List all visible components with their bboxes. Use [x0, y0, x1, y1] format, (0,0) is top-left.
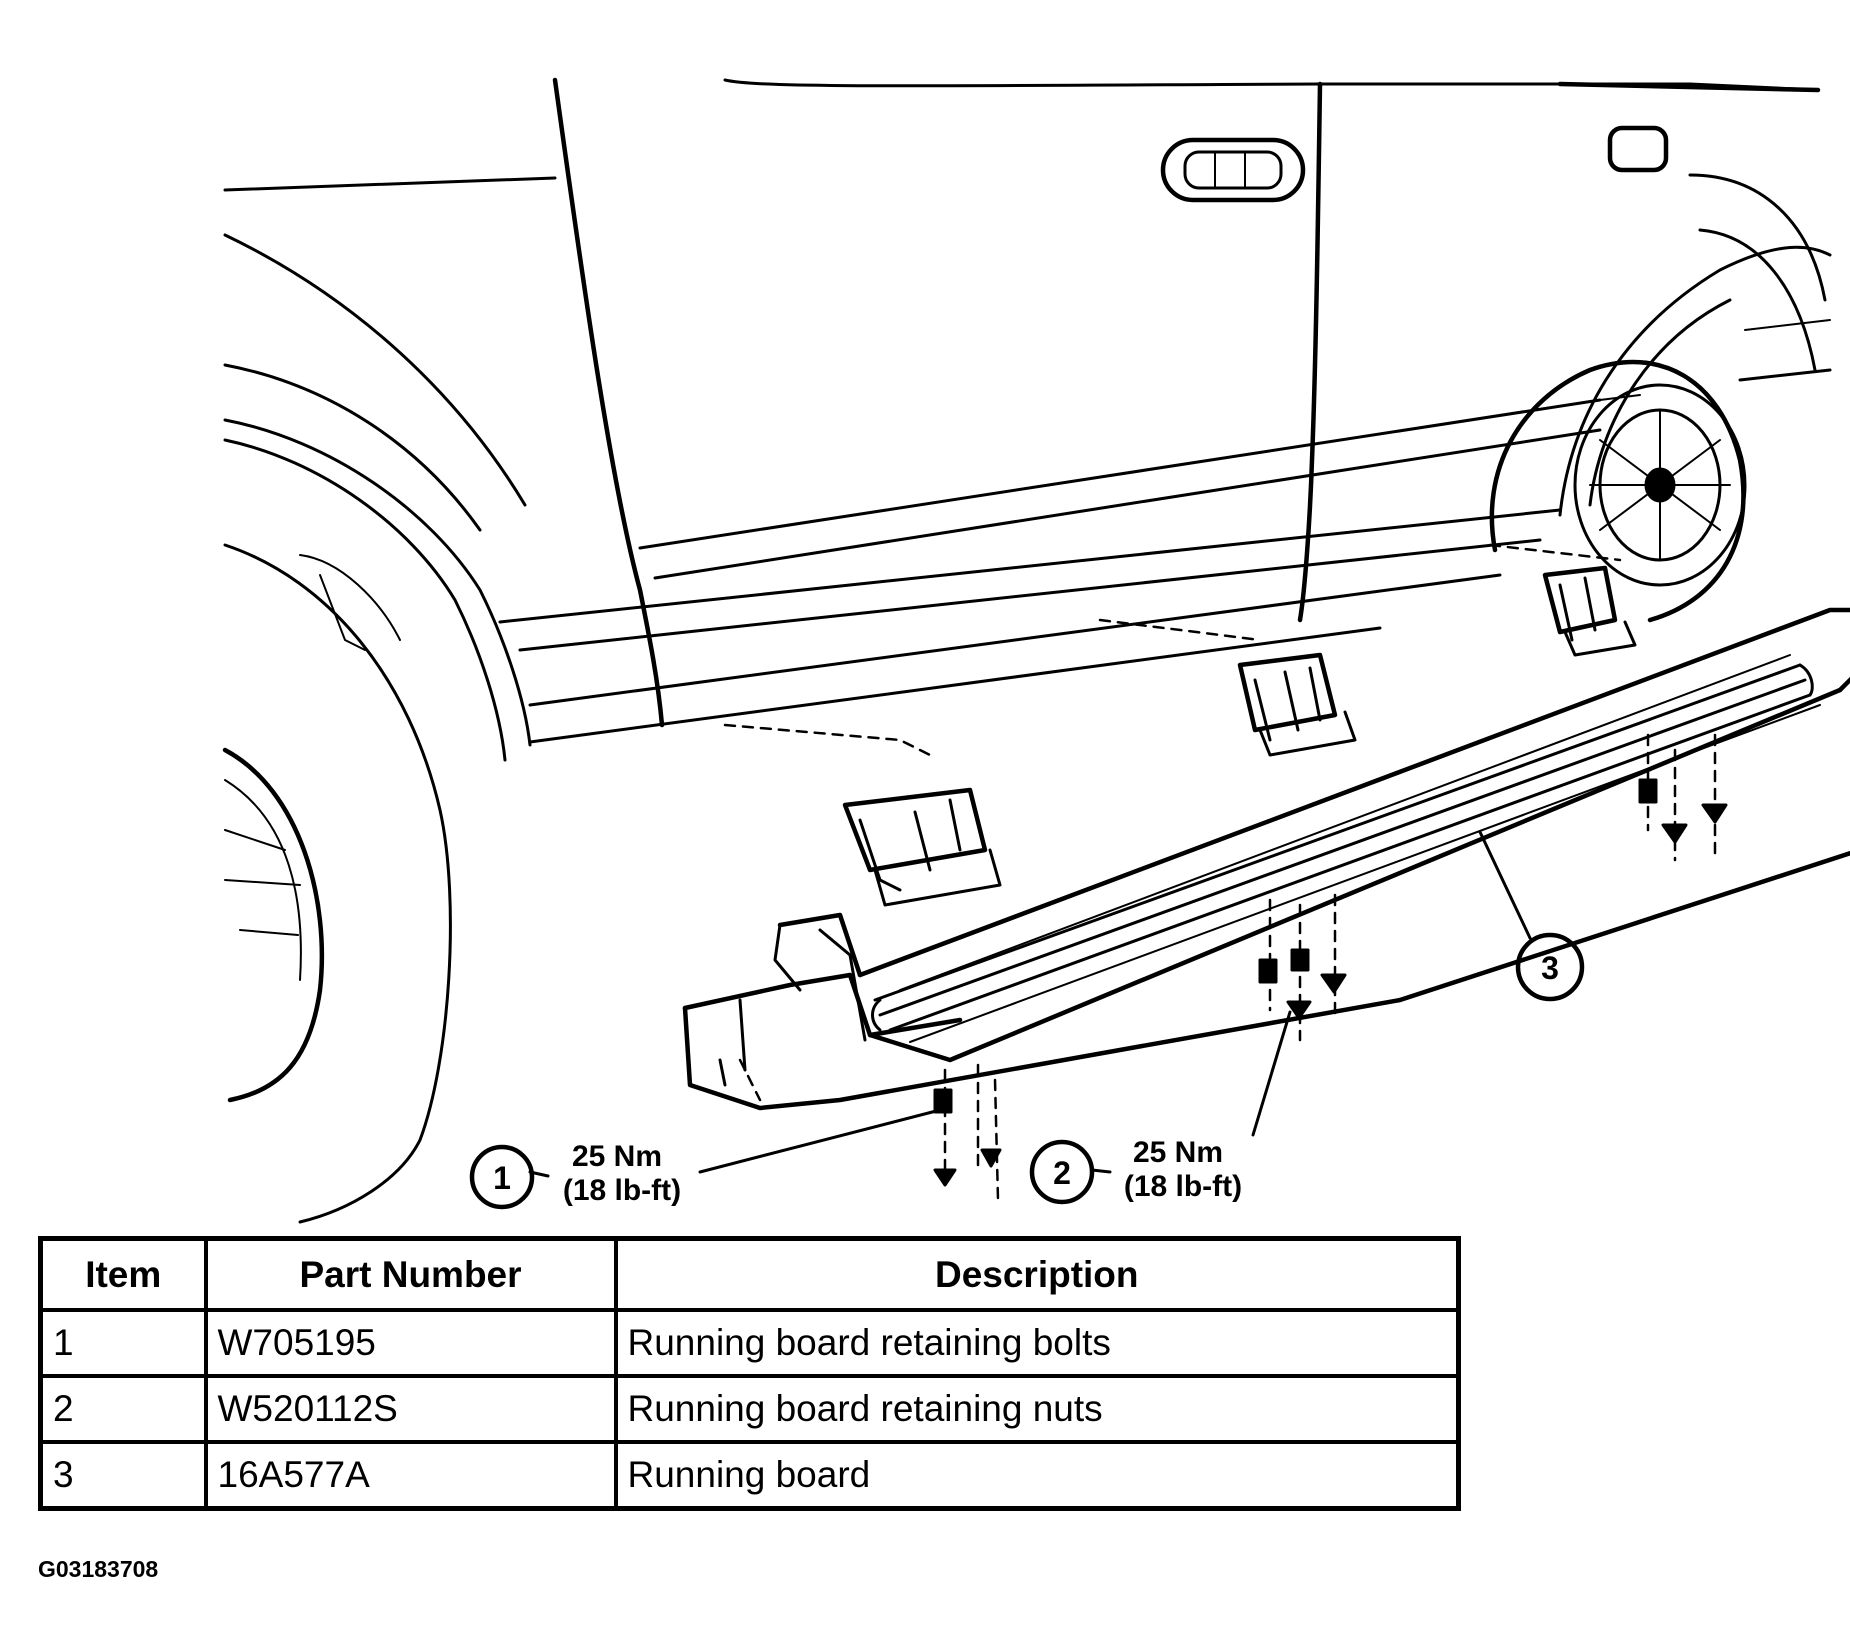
header-item: Item [38, 1236, 208, 1312]
callout-1-torque-lbft: (18 lb-ft) [563, 1174, 681, 1207]
running-board [682, 565, 1850, 1111]
fasteners [933, 733, 1728, 1202]
callout-2-number: 2 [1053, 1155, 1071, 1191]
callout-3-number: 3 [1541, 950, 1559, 986]
front-bracket [842, 787, 1002, 907]
cell-description: Running board retaining nuts [613, 1374, 1461, 1444]
callout-1-torque-nm: 25 Nm [572, 1140, 662, 1173]
table-row: 1 W705195 Running board retaining bolts [38, 1308, 1461, 1378]
callout-1: 1 25 Nm (18 lb-ft) [469, 1140, 681, 1210]
callout-2-torque-lbft: (18 lb-ft) [1124, 1170, 1242, 1203]
cell-part-number: 16A577A [203, 1440, 618, 1511]
figure-id: G03183708 [38, 1556, 159, 1582]
cell-description: Running board [613, 1440, 1461, 1511]
cell-item: 2 [38, 1374, 208, 1444]
header-part-number: Part Number [203, 1236, 618, 1312]
cell-item: 1 [38, 1308, 208, 1378]
vehicle-body [222, 77, 1832, 1224]
cell-description: Running board retaining bolts [613, 1308, 1461, 1378]
callout-1-number: 1 [493, 1160, 511, 1196]
table-row: 2 W520112S Running board retaining nuts [38, 1374, 1461, 1444]
rear-bracket [1542, 565, 1637, 657]
cell-item: 3 [38, 1440, 208, 1511]
cell-part-number: W705195 [203, 1308, 618, 1378]
cell-part-number: W520112S [203, 1374, 618, 1444]
middle-bracket [1237, 652, 1357, 757]
callout-2-torque-nm: 25 Nm [1133, 1136, 1223, 1169]
callout-2: 2 25 Nm (18 lb-ft) [1029, 1136, 1242, 1205]
callout-3: 3 [1515, 932, 1585, 1002]
table-header-row: Item Part Number Description [38, 1236, 1461, 1312]
parts-table: Item Part Number Description 1 W705195 R… [38, 1236, 1461, 1511]
header-description: Description [613, 1236, 1461, 1312]
running-board-exploded-diagram: 1 25 Nm (18 lb-ft) 2 25 Nm (18 lb-ft) 3 [222, 77, 1850, 1224]
table-row: 3 16A577A Running board [38, 1440, 1461, 1511]
